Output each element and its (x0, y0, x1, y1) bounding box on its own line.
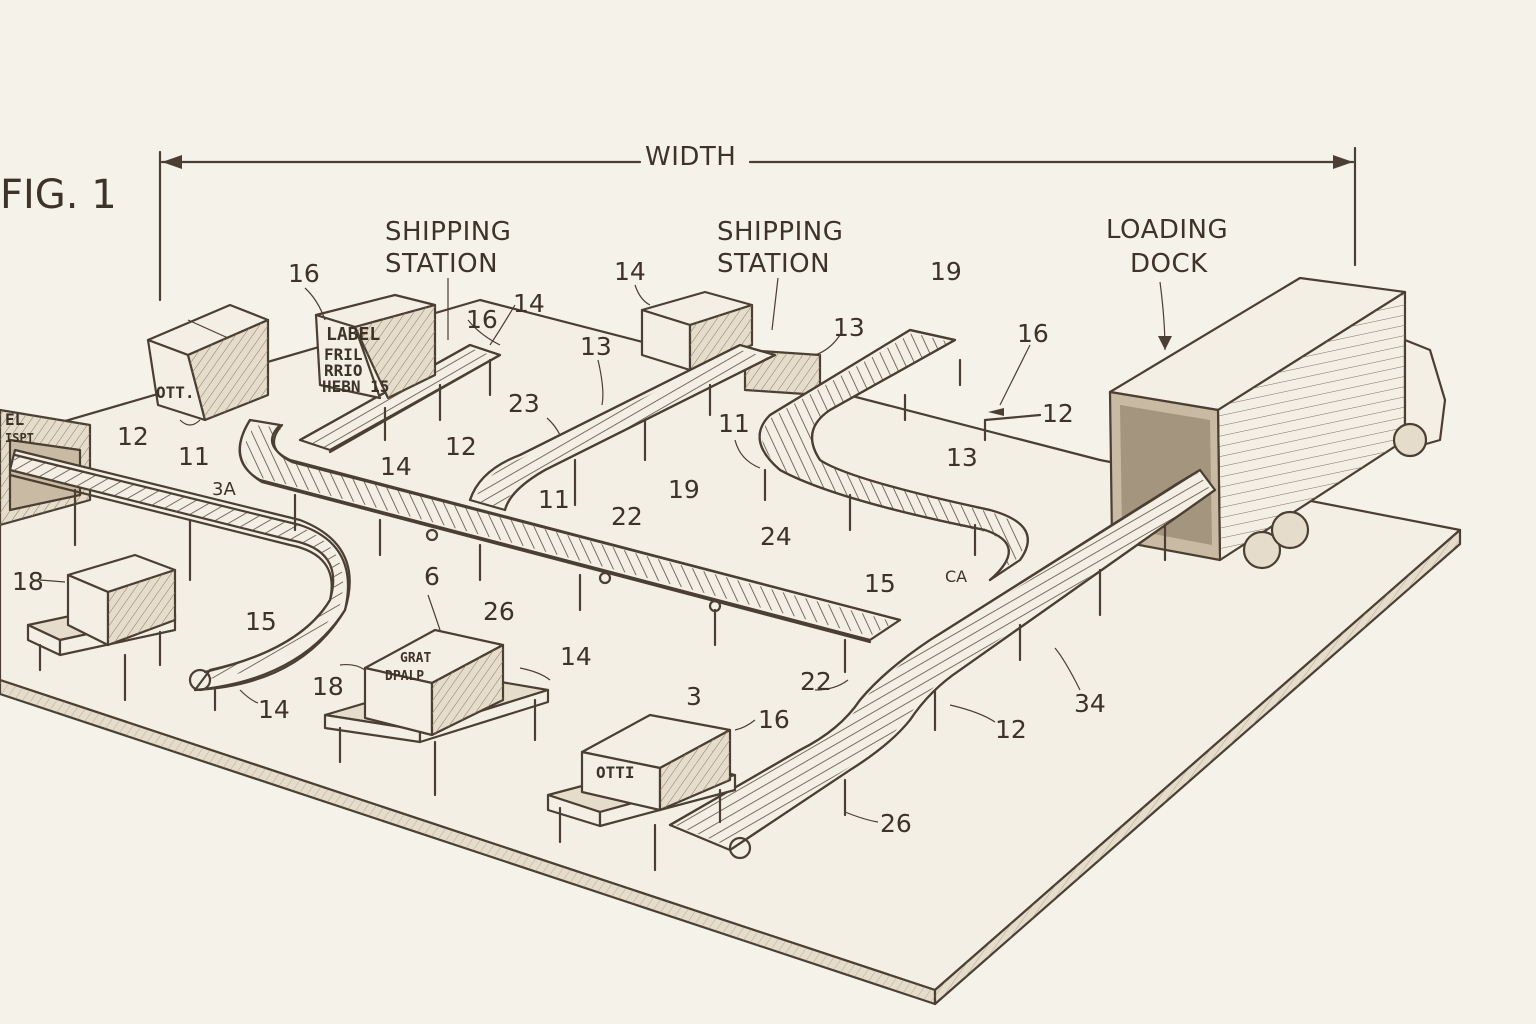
left-station-text2: ISPT (5, 431, 34, 445)
callout: 13 (946, 443, 978, 472)
label-box-line1: FRIL (324, 345, 363, 364)
callout: 12 (445, 432, 477, 461)
loading-dock-line1: LOADING (1106, 215, 1228, 245)
callout: 13 (580, 332, 612, 361)
label-box-line3: HEBN 15 (322, 377, 389, 396)
callout: 14 (380, 452, 412, 481)
callout: 26 (880, 809, 912, 838)
callout: 14 (614, 257, 646, 286)
callout: 16 (288, 259, 320, 288)
callout: 18 (312, 672, 344, 701)
callout: 11 (718, 409, 750, 438)
callout: 3A (212, 479, 236, 500)
left-pallet-box (26, 553, 177, 702)
callout: 23 (508, 389, 540, 418)
dock-conveyor (668, 468, 1217, 860)
shipping-station-left-line2: STATION (385, 249, 498, 279)
callout: 19 (930, 257, 962, 286)
shipping-station-right-line2: STATION (717, 249, 830, 279)
label-box-line2: RRIO (324, 361, 363, 380)
callout: 26 (483, 597, 515, 626)
leader-lines (39, 277, 1172, 823)
callout: 24 (760, 522, 792, 551)
callout: 22 (800, 667, 832, 696)
callout: 13 (833, 313, 865, 342)
callout: 16 (466, 305, 498, 334)
box-3-text: OTTI (596, 763, 635, 782)
callout: 3 (686, 682, 702, 711)
width-dimension (158, 146, 1357, 302)
callout: 15 (245, 607, 277, 636)
bottom-pallet-box (546, 713, 737, 872)
shipping-station-right-line1: SHIPPING (717, 217, 843, 247)
right-s-conveyor (758, 328, 1029, 582)
floor-platform (0, 298, 1462, 1006)
callout: 11 (178, 442, 210, 471)
loading-dock-line2: DOCK (1130, 249, 1208, 279)
sensor-marker (983, 408, 1042, 442)
figure-label: FIG. 1 (0, 172, 117, 218)
shipping-station-2 (468, 290, 822, 512)
callout: 6 (424, 562, 440, 591)
callout: 12 (117, 422, 149, 451)
left-station-text1: EL (5, 410, 24, 429)
callout: 14 (513, 289, 545, 318)
callout: 15 (864, 569, 896, 598)
callout: 14 (258, 695, 290, 724)
shipping-station-1 (298, 293, 502, 454)
callout: 18 (12, 567, 44, 596)
callout: 22 (611, 502, 643, 531)
label-box-title: LABEL (326, 324, 380, 345)
center-pallet-box (323, 628, 550, 797)
callout: 12 (1042, 399, 1074, 428)
callout: CA (945, 567, 967, 586)
callout: 11 (538, 485, 570, 514)
callout: 34 (1074, 689, 1106, 718)
box-11 (146, 303, 270, 422)
center-box-line1: GRAT (400, 651, 431, 666)
callout: 19 (668, 475, 700, 504)
callout: 12 (995, 715, 1027, 744)
width-label: WIDTH (645, 142, 736, 172)
callout: 16 (758, 705, 790, 734)
box-11-text: OTT. (156, 383, 195, 402)
center-box-line2: DPALP (385, 669, 424, 684)
shipping-station-left-line1: SHIPPING (385, 217, 511, 247)
left-conveyor (8, 448, 351, 712)
callout: 16 (1017, 319, 1049, 348)
callout: 14 (560, 642, 592, 671)
main-loop-conveyor (238, 418, 902, 674)
